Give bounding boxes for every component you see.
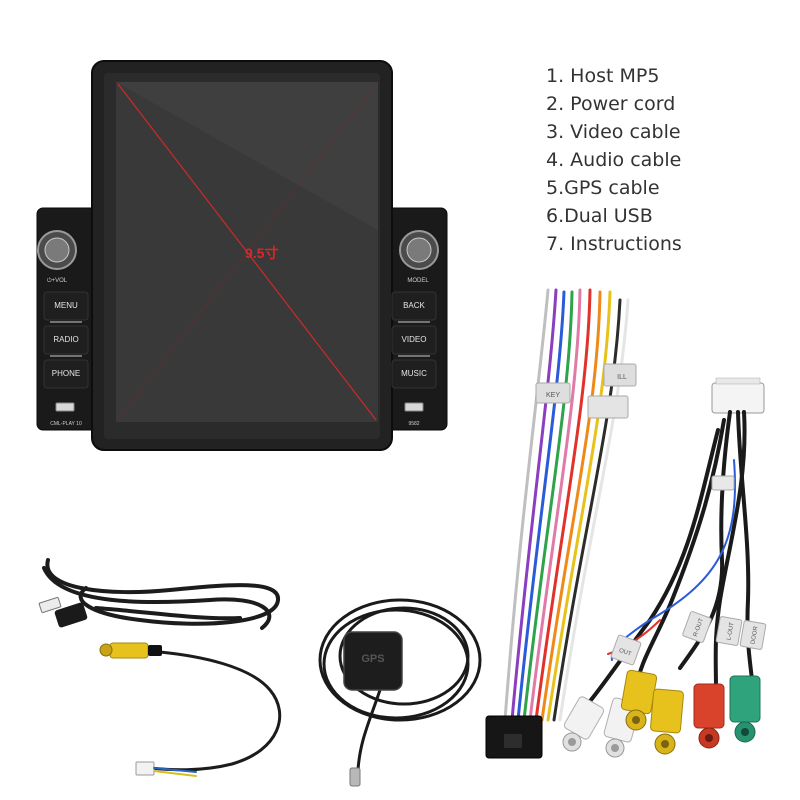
- model-knob-label: MODEL: [407, 278, 429, 284]
- right-usb-port: [404, 402, 424, 412]
- l-out-tag: [715, 616, 743, 646]
- audio-rca-harness: OUT R-OUT L-OUT DOOR: [562, 377, 767, 758]
- blue-wire: [153, 767, 197, 773]
- left-usb-port: [55, 402, 75, 412]
- back-button-label: BACK: [403, 301, 425, 310]
- ill-tag-label: ILL: [617, 374, 627, 381]
- video-button-label: VIDEO: [402, 335, 427, 344]
- l-out-tag-label: L-OUT: [726, 622, 735, 641]
- gps-lead: [356, 689, 382, 771]
- volume-knob-label: ⏻+VOL: [47, 277, 68, 284]
- model-knob-cap: [406, 237, 432, 263]
- gps-puck: [343, 631, 403, 691]
- cable-loop-2: [42, 566, 272, 630]
- parts-list-item: 2. Power cord: [546, 93, 676, 115]
- screen-size-label: 9.5寸: [245, 245, 278, 261]
- gps-coil-3: [338, 606, 470, 706]
- yellow-wire: [153, 770, 197, 777]
- audio-white-connector: [711, 382, 765, 414]
- video-button[interactable]: [391, 325, 437, 355]
- gps-label: GPS: [361, 653, 384, 665]
- rca-yellow-2: [650, 688, 684, 755]
- rca-red: [693, 683, 725, 749]
- rca-green: [729, 675, 761, 743]
- gps-coil-1: [318, 598, 482, 722]
- music-button-label: MUSIC: [401, 369, 427, 378]
- left-model-label: CML-PLAY 10: [50, 421, 82, 427]
- yellow-rca-plug: [109, 642, 149, 659]
- harness-wire-black: [552, 298, 622, 722]
- phone-button-label: PHONE: [52, 369, 80, 378]
- usb-plug: [54, 602, 88, 628]
- rca-white-1: [562, 696, 605, 752]
- harness-wire-pink: [528, 288, 582, 722]
- cable-loop-1: [45, 558, 280, 626]
- radio-button-label: RADIO: [53, 335, 78, 344]
- audio-bundle-4: [634, 418, 726, 692]
- parts-list-item: 3. Video cable: [546, 121, 681, 143]
- door-tag-label: DOOR: [750, 625, 759, 644]
- out-tag: [610, 634, 642, 666]
- harness-wire-purple: [510, 288, 558, 722]
- gps-antenna: GPS: [318, 598, 482, 787]
- screen-cross-line: [117, 83, 377, 421]
- white-connector: [135, 761, 155, 776]
- harness-wire-red: [534, 288, 592, 722]
- menu-button-label: MENU: [54, 301, 78, 310]
- video-usb-cable: [38, 558, 282, 777]
- harness-wire-white: [558, 298, 630, 722]
- screen-glare: [116, 82, 378, 230]
- door-tag: [739, 620, 767, 650]
- harness-clip: [587, 395, 629, 419]
- rca-yellow-1: [620, 669, 658, 731]
- harness-wire-green: [522, 290, 574, 722]
- parts-list-item: 1. Host MP5: [546, 65, 660, 87]
- harness-wire-grey: [503, 288, 550, 722]
- menu-button[interactable]: [43, 291, 89, 321]
- audio-bundle-3: [713, 410, 747, 692]
- audio-bundle-2: [736, 410, 754, 682]
- parts-list-item: 7. Instructions: [546, 233, 682, 255]
- usb-plug-tip: [38, 596, 62, 614]
- r-out-tag: [682, 611, 712, 643]
- yellow-rca-tip: [99, 643, 113, 657]
- audio-connector-pins: [715, 377, 761, 385]
- head-unit: 9.5寸 ⏻+VOL MENU RADIO PHONE CML-PLAY 10 …: [36, 60, 448, 451]
- ill-tag: [603, 363, 637, 387]
- harness-wire-orange: [540, 290, 602, 722]
- harness-wire-yellow: [546, 290, 612, 722]
- gps-plug: [349, 767, 361, 787]
- cable-run: [94, 606, 242, 621]
- parts-list-item: 5.GPS cable: [546, 177, 660, 199]
- parts-list: 1. Host MP5 2. Power cord 3. Video cable…: [546, 62, 682, 258]
- key-tag-label: KEY: [546, 392, 560, 399]
- radio-button[interactable]: [43, 325, 89, 355]
- parts-list-item: 6.Dual USB: [546, 205, 653, 227]
- phone-button[interactable]: [43, 359, 89, 389]
- harness-connector-latch: [504, 734, 522, 748]
- key-tag: [535, 382, 571, 404]
- parts-list-item: 4. Audio cable: [546, 149, 682, 171]
- audio-bundle-5: [584, 428, 720, 708]
- volume-knob-cap: [44, 237, 70, 263]
- power-harness: KEY ILL: [485, 288, 637, 759]
- harness-wire-blue: [516, 290, 566, 722]
- rca-cable: [148, 650, 282, 772]
- music-button[interactable]: [391, 359, 437, 389]
- audio-clip-1: [711, 475, 735, 491]
- yellow-rca-boot: [148, 645, 162, 656]
- right-model-label: 9582: [408, 421, 419, 427]
- back-button[interactable]: [391, 291, 437, 321]
- out-tag-label: OUT: [618, 648, 632, 658]
